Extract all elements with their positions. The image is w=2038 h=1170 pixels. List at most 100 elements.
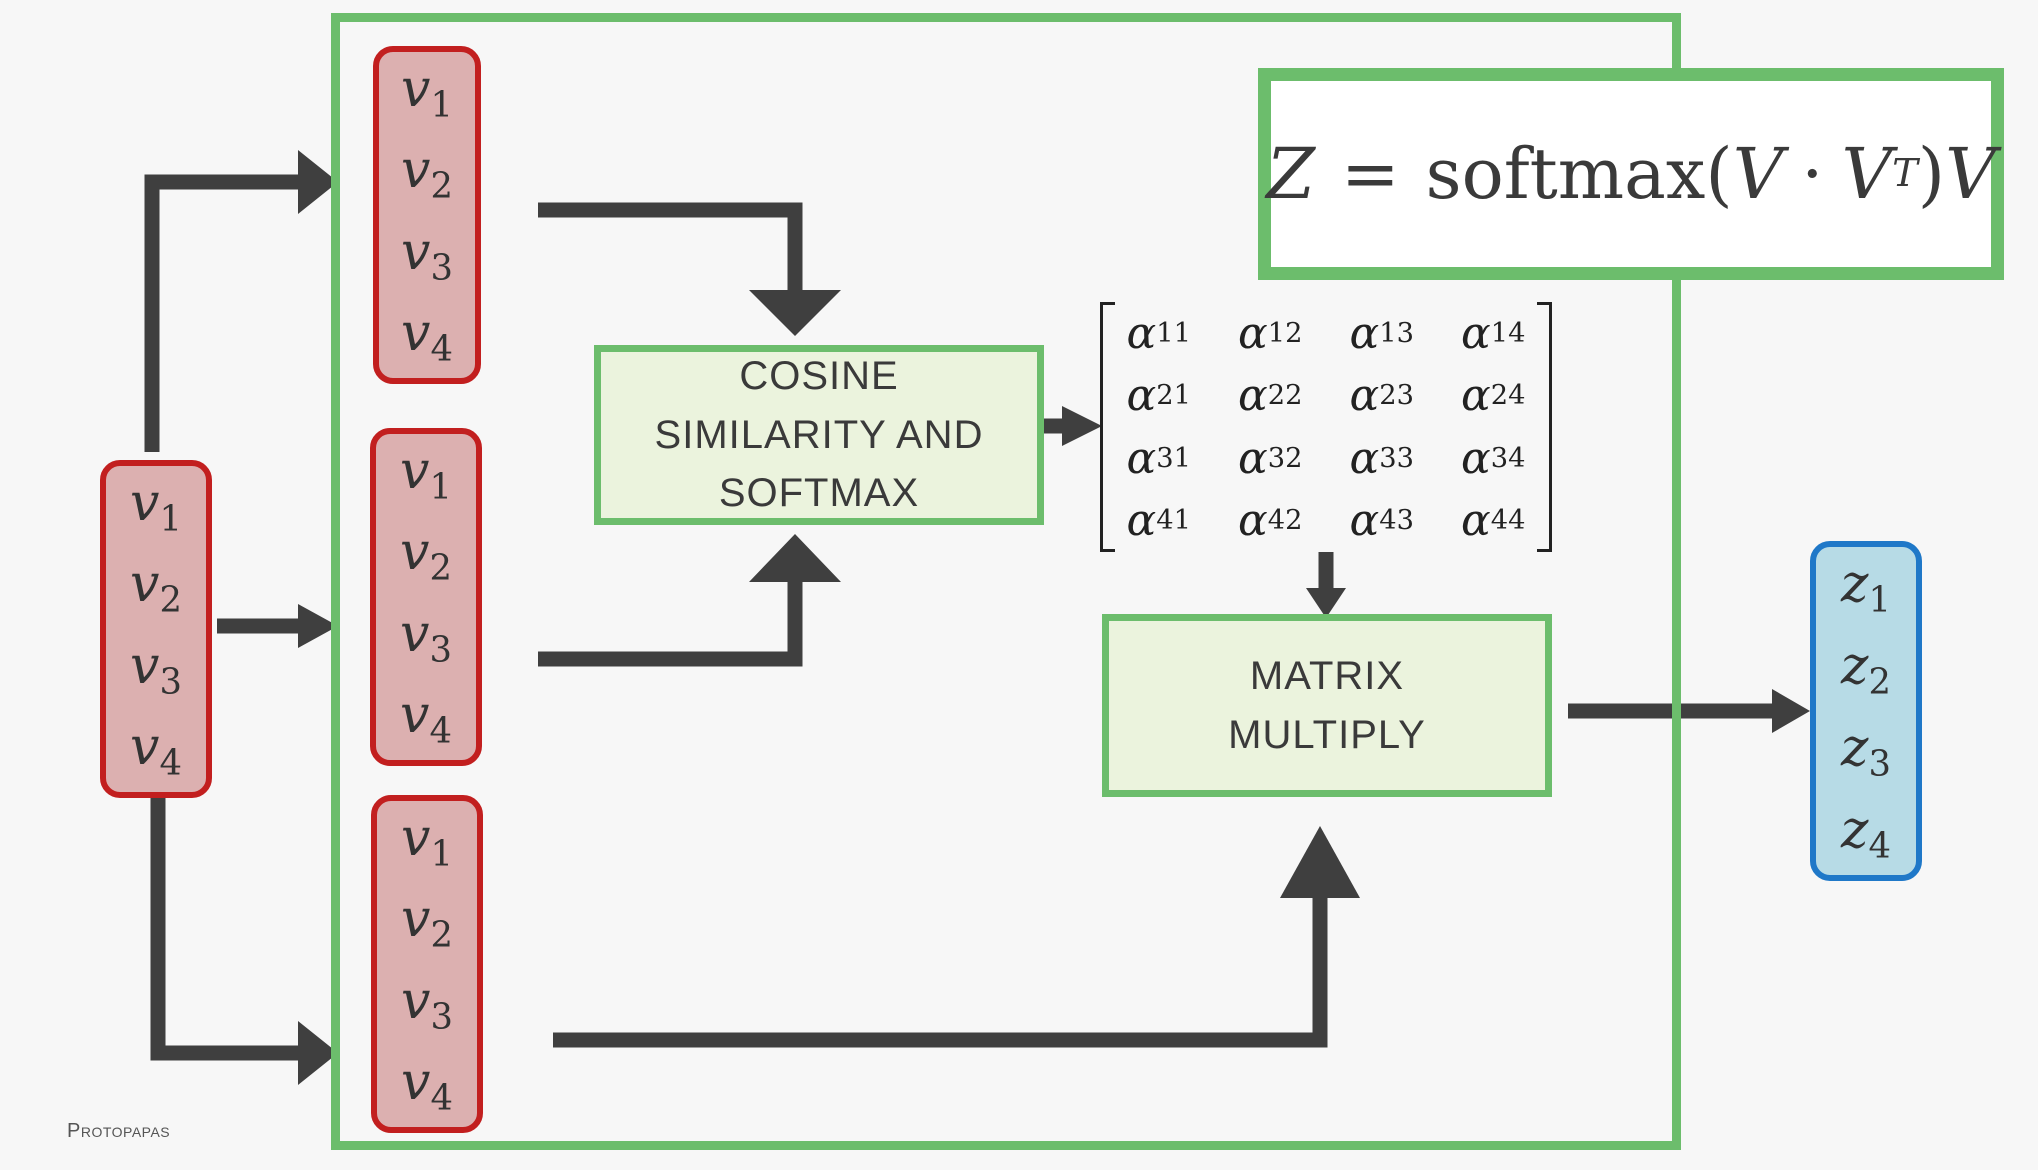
attention-block-frame [331, 13, 1681, 1150]
matrix-cell-symbol: α [1238, 370, 1268, 422]
output-vector-symbol: z [1841, 554, 1869, 615]
matrix-cell-symbol: α [1238, 495, 1268, 547]
input-vector-entry: v4 [130, 721, 182, 781]
vector-copy-subscript: 2 [430, 165, 453, 207]
vector-copy-symbol: v [401, 221, 431, 282]
vector-copy-entry: v3 [401, 226, 453, 286]
matrix-cell-subscript: 13 [1379, 317, 1414, 349]
output-vector-subscript: 4 [1868, 825, 1891, 867]
matrix-cell-symbol: α [1126, 432, 1157, 484]
vector-copy-subscript: 3 [430, 996, 453, 1038]
matrix-cell-subscript: 24 [1490, 380, 1526, 412]
formula-v1: V [1732, 133, 1784, 215]
vector-copy-subscript: 1 [429, 466, 452, 508]
matrix-cell-symbol: α [1126, 307, 1157, 359]
matrix-cell-symbol: α [1126, 370, 1157, 422]
formula-dot: · [1801, 133, 1824, 215]
vector-copy-symbol: v [401, 58, 431, 119]
matmul-box-line-2: MULTIPLY [1228, 712, 1426, 757]
arrowhead-copy3 [298, 1021, 338, 1085]
formula-lhs: Z [1266, 133, 1316, 215]
input-to-copy1-connector [144, 174, 298, 452]
arrowhead-cosine-bottom [749, 534, 841, 582]
vector-copy-subscript: 4 [430, 328, 453, 370]
output-vector-entry: z1 [1841, 558, 1891, 618]
vector-copy-subscript: 1 [430, 84, 453, 126]
input-vector-entry: v3 [130, 640, 182, 700]
copy2-to-cosine-connector [538, 580, 803, 667]
matrix-cell-subscript: 31 [1156, 442, 1191, 474]
output-vector-entry: z4 [1841, 804, 1891, 864]
matrix-cell-subscript: 34 [1490, 442, 1526, 474]
matrix-cell-symbol: α [1461, 307, 1491, 359]
vector-copy-entry: v3 [401, 975, 453, 1035]
matrix-cell-symbol: α [1238, 432, 1268, 484]
arrowhead-copy1 [298, 150, 338, 214]
vector-copy-symbol: v [401, 303, 431, 364]
cosine-box-line-2: SIMILARITY AND [654, 412, 984, 457]
vector-copy-symbol: v [401, 1052, 431, 1113]
author-credit: Protopapas [67, 1120, 171, 1142]
matrix-cell-symbol: α [1126, 495, 1157, 547]
input-vector-subscript: 4 [159, 742, 182, 784]
vector-copy-entry: v2 [401, 144, 453, 204]
output-vector-entry: z3 [1841, 722, 1891, 782]
vector-copy-entry: v1 [401, 812, 453, 872]
matrix-cell-symbol: α [1238, 307, 1268, 359]
input-to-copy3-connector [150, 798, 298, 1061]
output-vector-symbol: z [1841, 636, 1869, 697]
matrix-cell-subscript: 41 [1156, 505, 1191, 537]
input-vector-subscript: 2 [159, 579, 182, 621]
matrix-cell-symbol: α [1461, 495, 1491, 547]
formula-v3: V [1945, 133, 1996, 215]
cosine-box-line-1: COSINE [739, 354, 899, 399]
vector-copy-subscript: 3 [429, 629, 452, 671]
input-vector-symbol: v [130, 472, 160, 533]
matrix-cell-subscript: 43 [1379, 505, 1414, 537]
arrowhead-copy2 [298, 604, 338, 648]
vector-copy-symbol: v [401, 807, 431, 868]
matrix-cell-subscript: 44 [1490, 505, 1526, 537]
vector-copy-symbol: v [400, 440, 430, 501]
vector-copy-subscript: 1 [430, 833, 453, 875]
formula-equals: = [1341, 133, 1400, 215]
input-vector-symbol: v [130, 717, 160, 778]
matrix-cell-subscript: 21 [1156, 380, 1191, 412]
copy3-to-matmul-connector [553, 895, 1328, 1048]
input-vector-entry: v1 [130, 477, 182, 537]
vector-copy-entry: v4 [400, 689, 452, 749]
matrix-cell-symbol: α [1461, 432, 1491, 484]
matrix-cell-symbol: α [1461, 370, 1491, 422]
input-vector-subscript: 1 [159, 498, 182, 540]
matrix-cell-subscript: 42 [1267, 505, 1303, 537]
matrix-cell-symbol: α [1349, 432, 1380, 484]
matrix-cell-symbol: α [1349, 495, 1380, 547]
vector-copy-entry: v4 [401, 1056, 453, 1116]
output-vector-symbol: z [1841, 800, 1869, 861]
formula-function: softmax( [1425, 133, 1733, 215]
vector-copy-subscript: 2 [429, 547, 452, 589]
output-vector-subscript: 3 [1868, 743, 1891, 785]
vector-copy-entry: v2 [400, 526, 452, 586]
vector-copy-entry: v1 [400, 445, 452, 505]
vector-copy-symbol: v [400, 522, 430, 583]
matrix-cell-subscript: 23 [1379, 380, 1414, 412]
arrowhead-output [1772, 689, 1810, 733]
vector-copy-entry: v1 [401, 63, 453, 123]
arrowhead-matmul-bottom [1280, 826, 1360, 898]
output-vector-subscript: 1 [1868, 579, 1891, 621]
matrix-cell-subscript: 22 [1267, 380, 1303, 412]
